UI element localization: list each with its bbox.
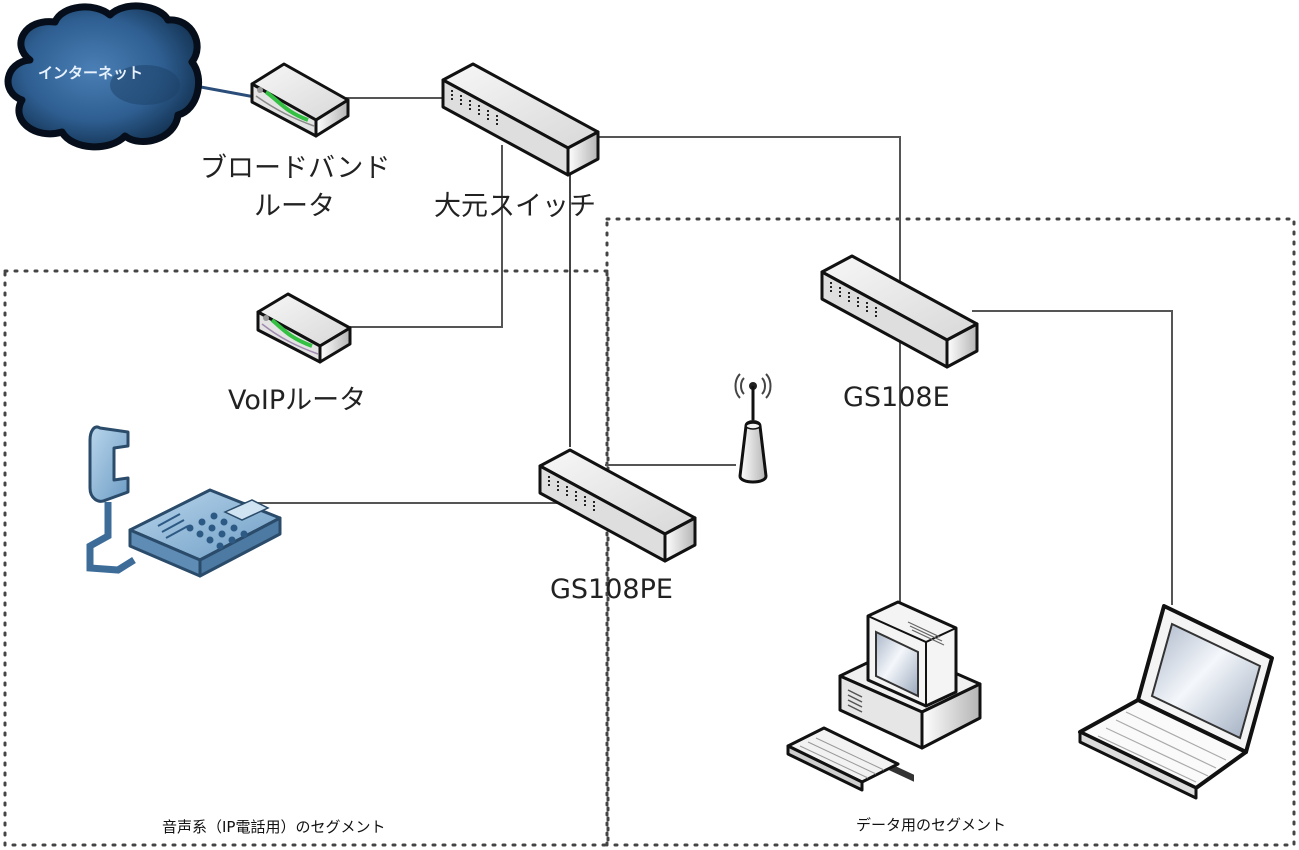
data-segment-label: データ用のセグメント — [856, 816, 1007, 834]
voice-segment-boundary — [3, 269, 610, 847]
internet-label: インターネット — [38, 64, 144, 82]
link-core-switch-voip-router — [350, 145, 503, 328]
connections — [189, 83, 1173, 605]
voip-router-icon — [256, 292, 352, 364]
wireless-access-point-icon — [734, 373, 772, 484]
broadband-router-icon — [250, 62, 350, 138]
gs108pe-label: GS108PE — [550, 574, 673, 605]
data-segment-boundary — [605, 217, 1296, 847]
core-switch-icon — [441, 62, 600, 177]
internet-cloud-icon — [4, 2, 203, 151]
gs108pe-switch-icon — [538, 448, 697, 563]
core-switch-label: 大元スイッチ — [434, 191, 596, 222]
gs108e-switch-icon — [820, 254, 979, 369]
desktop-pc-icon — [786, 600, 982, 792]
broadband-router-label-line1: ブロードバンド — [200, 153, 391, 184]
link-core-switch-desktop-pc — [598, 136, 901, 605]
ip-phone-icon — [86, 425, 282, 578]
voip-router-label: VoIPルータ — [228, 385, 367, 416]
broadband-router-label-line2: ルータ — [254, 191, 335, 222]
laptop-icon — [1078, 604, 1274, 800]
voice-segment-label: 音声系（IP電話用）のセグメント — [162, 818, 386, 836]
gs108e-label: GS108E — [843, 382, 950, 413]
link-gs108e-laptop — [972, 310, 1173, 605]
